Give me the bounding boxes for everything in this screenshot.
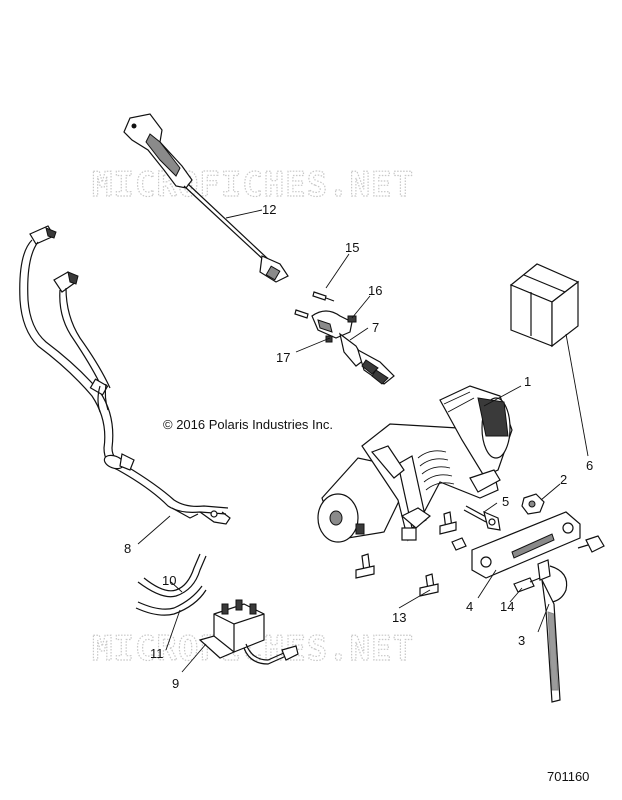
leader-lines <box>137 209 589 673</box>
callout-3: 3 <box>518 633 525 648</box>
part-10-11-hoses <box>135 553 207 616</box>
part-8-wire-harness <box>19 225 231 525</box>
figure-number: 701160 <box>547 769 589 784</box>
callout-7: 7 <box>372 320 379 335</box>
callout-10: 10 <box>162 573 176 588</box>
part-9-contactor <box>198 599 299 665</box>
part-5-cable-end <box>463 505 501 531</box>
callout-16: 16 <box>368 283 382 298</box>
callout-14: 14 <box>500 599 514 614</box>
callout-11: 11 <box>150 646 164 661</box>
callout-12: 12 <box>262 202 276 217</box>
callout-1: 1 <box>524 374 531 389</box>
callout-17: 17 <box>276 350 290 365</box>
callout-4: 4 <box>466 599 473 614</box>
callout-13: 13 <box>392 610 406 625</box>
part-2-nut <box>521 493 545 515</box>
callout-6: 6 <box>586 458 593 473</box>
part-1-winch <box>317 385 513 543</box>
part-4-fairlead <box>471 511 581 579</box>
part-12-winch-remote <box>123 113 289 283</box>
mounting-bolts <box>355 511 605 597</box>
part-7-mount-bracket <box>294 309 395 385</box>
part-3-hook-strap <box>513 559 568 703</box>
copyright-text: © 2016 Polaris Industries Inc. <box>163 417 333 432</box>
callout-15: 15 <box>345 240 359 255</box>
callout-numbers: 1 2 3 4 5 6 7 8 9 10 11 12 13 14 15 16 1… <box>124 202 593 691</box>
part-15-screw <box>312 291 335 302</box>
part-6-box <box>509 263 580 348</box>
callout-2: 2 <box>560 472 567 487</box>
callout-9: 9 <box>172 676 179 691</box>
callout-8: 8 <box>124 541 131 556</box>
callout-5: 5 <box>502 494 509 509</box>
watermark-top: MICROFICHES.NET <box>92 165 414 205</box>
